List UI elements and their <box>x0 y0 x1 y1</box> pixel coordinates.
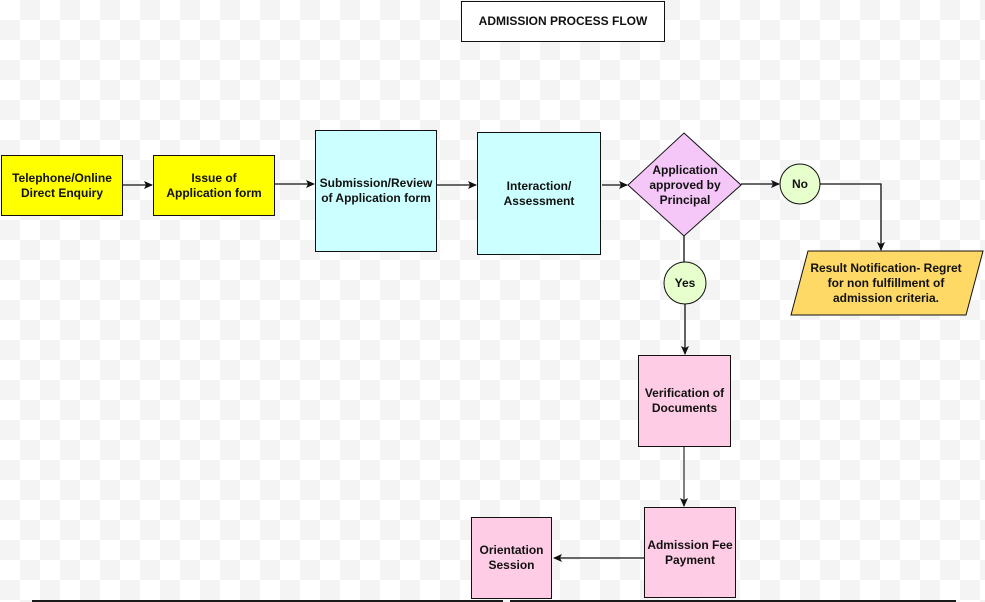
issue-form-box[interactable]: Issue of Application form <box>153 155 275 216</box>
no-label: No <box>792 176 808 191</box>
yes-label: Yes <box>674 275 696 290</box>
bottom-rule-left <box>32 600 503 602</box>
yes-connector[interactable] <box>663 261 707 305</box>
verification-box[interactable]: Verification of Documents <box>638 355 731 447</box>
decision-diamond[interactable] <box>627 132 742 237</box>
orientation-box[interactable]: Orientation Session <box>471 517 552 599</box>
submission-review-box[interactable]: Submission/Review of Application form <box>315 130 437 252</box>
fee-payment-label: Admission Fee Payment <box>647 537 733 567</box>
bottom-rule-right <box>510 600 956 602</box>
result-parallelogram[interactable] <box>790 250 984 316</box>
edge-no-to-result <box>820 183 885 251</box>
page-title: ADMISSION PROCESS FLOW <box>461 1 665 42</box>
enquiry-label: Telephone/Online Direct Enquiry <box>12 170 112 200</box>
issue-form-label: Issue of Application form <box>166 170 262 200</box>
result-notification-label: Result Notification- Regret for non fulf… <box>810 260 962 305</box>
page-title-text: ADMISSION PROCESS FLOW <box>478 14 648 28</box>
enquiry-box[interactable]: Telephone/Online Direct Enquiry <box>1 155 123 216</box>
interaction-label: Interaction/ Assessment <box>503 178 575 208</box>
no-connector[interactable] <box>779 163 821 205</box>
orientation-label: Orientation Session <box>479 543 544 572</box>
fee-payment-box[interactable]: Admission Fee Payment <box>644 507 736 598</box>
decision-label: Application approved by Principal <box>649 162 721 207</box>
verification-label: Verification of Documents <box>644 386 725 415</box>
interaction-box[interactable]: Interaction/ Assessment <box>477 132 601 255</box>
submission-review-label: Submission/Review of Application form <box>319 176 433 205</box>
